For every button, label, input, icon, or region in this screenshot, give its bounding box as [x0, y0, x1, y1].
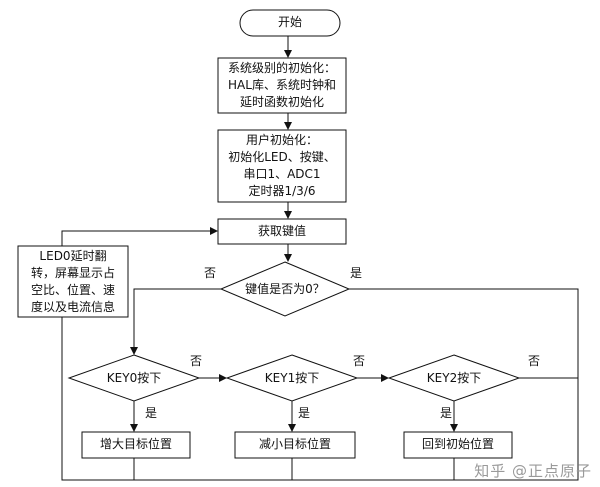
dec-box: [234, 431, 356, 459]
sys-init-line: 延时函数初始化: [239, 95, 324, 109]
led-text: LED0延时翻 转，屏幕显示占 空比、位置、速 度以及电流信息: [18, 248, 128, 316]
back-box: [403, 431, 513, 459]
arrow-led-to-get: [61, 227, 218, 246]
sys-init-text: 系统级别的初始化： HAL库、系统时钟和 延时函数初始化: [218, 60, 346, 111]
no-label-key2: 否: [528, 354, 541, 368]
no-label-key1: 否: [353, 354, 366, 368]
led-line: 转，屏幕显示占: [30, 266, 115, 280]
sys-init-line: HAL库、系统时钟和: [228, 78, 336, 92]
user-init-line: 初始化LED、按键、: [228, 150, 336, 164]
sys-init-box: [217, 57, 347, 114]
user-init-line: 定时器1/3/6: [248, 184, 316, 198]
arrow-check-key0: [130, 288, 221, 355]
yes-label-key0: 是: [145, 406, 158, 420]
key0-label: KEY0按下: [106, 371, 162, 385]
no-label-check: 否: [204, 266, 217, 280]
led-line: 空比、位置、速: [30, 283, 115, 297]
get-key-label: 获取键值: [257, 224, 306, 238]
user-init-box: [217, 129, 347, 203]
get-key-box: [217, 218, 347, 245]
start-label: 开始: [277, 15, 302, 29]
led-line: 度以及电流信息: [30, 300, 115, 314]
key1-label: KEY1按下: [264, 371, 320, 385]
key-check-label: 键值是否为0？: [245, 282, 325, 296]
dec-label: 减小目标位置: [258, 437, 331, 451]
sys-init-line: 系统级别的初始化：: [227, 61, 336, 75]
yes-label-check: 是: [350, 266, 363, 280]
inc-label: 增大目标位置: [99, 437, 172, 451]
back-label: 回到初始位置: [421, 437, 494, 451]
led-line: LED0延时翻: [39, 249, 107, 263]
yes-label-key1: 是: [298, 406, 311, 420]
inc-box: [81, 431, 191, 459]
user-init-line: 串口1、ADC1: [243, 167, 321, 181]
yes-label-key2: 是: [440, 406, 453, 420]
start-terminal: [239, 9, 341, 37]
key2-label: KEY2按下: [426, 371, 482, 385]
led-box: [17, 245, 129, 318]
no-label-key0: 否: [190, 354, 203, 368]
watermark: 知乎 @正点原子: [474, 462, 592, 480]
user-init-text: 用户初始化： 初始化LED、按键、 串口1、ADC1 定时器1/3/6: [218, 132, 346, 200]
arrow-check-led-loop: [61, 288, 579, 481]
key-check-diamond: [219, 261, 351, 317]
user-init-line: 用户初始化：: [245, 133, 318, 147]
